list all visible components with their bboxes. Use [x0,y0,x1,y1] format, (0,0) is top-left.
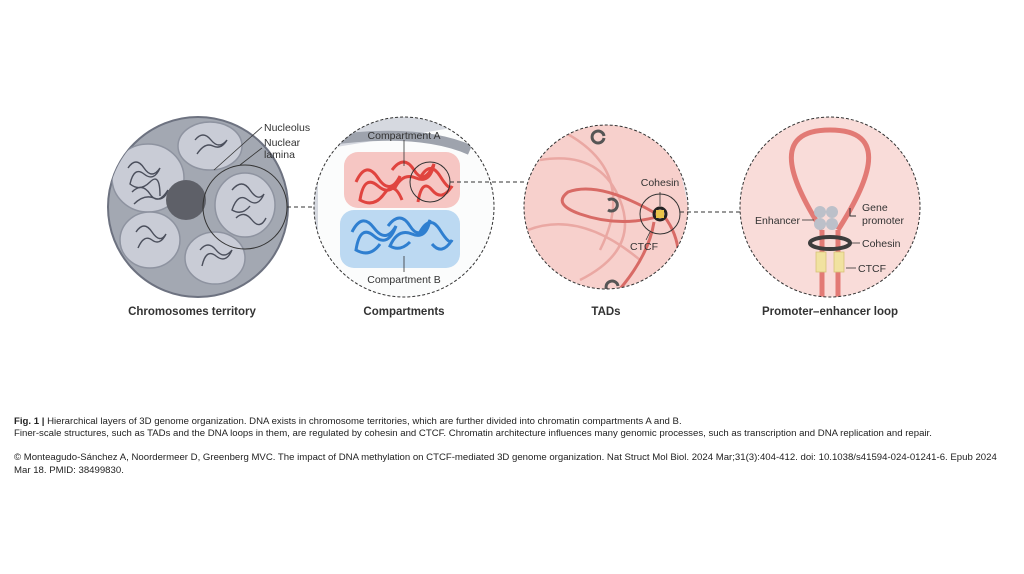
enhancer-shape [826,206,838,218]
figure-caption: Fig. 1 | Hierarchical layers of 3D genom… [14,416,1004,477]
figure-label: Fig. 1 | [14,416,44,427]
compartments-title: Compartments [304,306,504,318]
citation: © Monteagudo-Sánchez A, Noordermeer D, G… [14,452,1004,476]
nuclear-lamina-label-1: Nuclear [264,137,301,149]
caption-line-1: Fig. 1 | Hierarchical layers of 3D genom… [14,416,1004,428]
ctcf-left [816,252,826,272]
chromosome-territory-panel: Nucleolus Nuclear lamina [108,117,310,297]
gene-label-2: promoter [862,215,905,227]
ctcf-right [834,252,844,272]
tad-cohesin-label: Cohesin [641,177,680,189]
loop-ctcf-label: CTCF [858,263,886,275]
compartments-panel: Compartment A Compartment B [314,117,500,300]
promoter-enhancer-panel: Enhancer Gene promoter Cohesin CTCF [740,117,920,300]
gene-label-1: Gene [862,202,888,214]
promoter-enhancer-title: Promoter–enhancer loop [730,306,930,318]
tads-title: TADs [506,306,706,318]
compartment-a-label: Compartment A [368,130,441,142]
nuclear-lamina-label-2: lamina [264,149,295,161]
caption-line-2: Finer-scale structures, such as TADs and… [14,428,1004,440]
nucleolus-label: Nucleolus [264,122,310,134]
nucleolus-shape [166,180,206,220]
caption-text-1: Hierarchical layers of 3D genome organiz… [44,416,681,427]
tad-ctcf-label: CTCF [630,241,658,253]
tad-ctcf [656,210,664,218]
chromosome-territory-title: Chromosomes territory [92,306,292,318]
loop-cohesin-label: Cohesin [862,238,901,250]
compartment-b-label: Compartment B [367,274,441,286]
tads-panel: Cohesin CTCF [524,120,700,300]
enhancer-label: Enhancer [755,215,800,227]
